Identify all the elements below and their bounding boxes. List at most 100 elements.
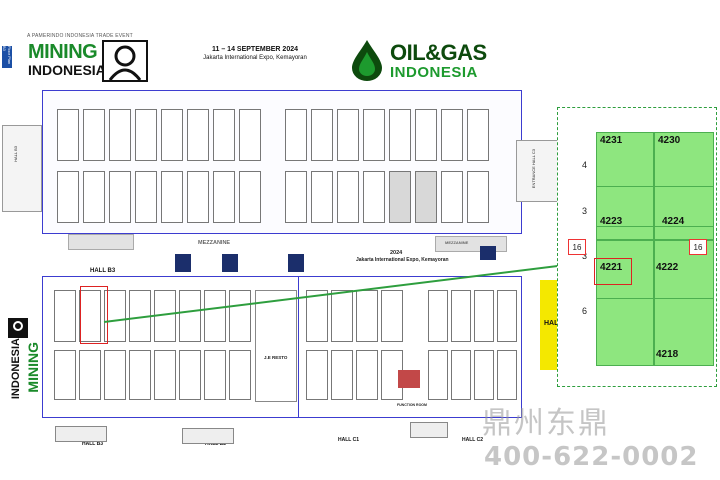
- upper-booth: [109, 109, 131, 161]
- upper-booth: [441, 109, 463, 161]
- sponsor-logo-2: [222, 254, 238, 272]
- upper-booth: [213, 171, 235, 223]
- upper-booth: [187, 171, 209, 223]
- upper-booth: [135, 171, 157, 223]
- upper-booth: [415, 109, 437, 161]
- function-room-label: FUNCTION ROOM: [397, 403, 427, 407]
- hall-c2-label: HALL C2: [462, 437, 484, 443]
- upper-booth: [363, 109, 385, 161]
- lower-booth: [154, 350, 176, 400]
- lower-booth: [451, 290, 471, 342]
- upper-booth: [57, 171, 79, 223]
- mining-vertical-emblem-icon: [8, 318, 28, 338]
- hall-c1-label: HALL C1: [338, 437, 360, 443]
- upper-hall: [42, 90, 522, 234]
- lower-booth: [79, 290, 101, 342]
- event-dates: 11 – 14 SEPTEMBER 2024: [212, 46, 298, 53]
- upper-booth: [83, 171, 105, 223]
- upper-booth: [285, 109, 307, 161]
- lower-booth: [306, 350, 328, 400]
- upper-booth: [83, 109, 105, 161]
- upper-booth: [337, 109, 359, 161]
- lower-booth: [229, 290, 251, 342]
- upper-booth: [213, 109, 235, 161]
- upper-booth: [187, 109, 209, 161]
- mid-banner-year: 2024: [390, 250, 403, 256]
- mining-logo-top: MINING: [28, 41, 98, 63]
- left-side-panel: HALL B3: [2, 125, 42, 212]
- upper-booth: [467, 109, 489, 161]
- lower-booth: [474, 290, 494, 342]
- mid-banner-venue: Jakarta International Expo, Kemayoran: [356, 257, 449, 263]
- hall-c3-yellow-block: [540, 280, 560, 370]
- oilgas-drop-icon: [352, 40, 382, 81]
- lower-booth: [79, 350, 101, 400]
- highlighted-booth-on-map[interactable]: [80, 286, 108, 344]
- booth-4231: 4231: [600, 135, 623, 146]
- upper-booth: [57, 109, 79, 161]
- watermark-phone: 400-622-0002: [484, 442, 699, 472]
- upper-booth: [311, 109, 333, 161]
- mezzanine-left: [68, 234, 134, 250]
- upper-booth: [415, 171, 437, 223]
- lower-booth: [179, 290, 201, 342]
- lower-booth: [54, 350, 76, 400]
- oilgas-logo-bottom: INDONESIA: [390, 64, 478, 81]
- lower-booth: [104, 290, 126, 342]
- booth-4218: 4218: [656, 349, 679, 360]
- sponsor-logo-1: [175, 254, 191, 272]
- bottom-entry-b: [182, 428, 234, 444]
- aisle-tag-left: 16: [568, 239, 586, 255]
- lower-booth: [428, 290, 448, 342]
- bottom-entry-c: [410, 422, 448, 438]
- upper-booth: [109, 171, 131, 223]
- lower-booth: [229, 350, 251, 400]
- upper-booth: [337, 171, 359, 223]
- oilgas-logo-top: OIL&GAS: [390, 40, 487, 65]
- mining-vertical-logo: MINING INDONESIA: [2, 318, 42, 410]
- event-venue: Jakarta International Expo, Kemayoran: [203, 55, 307, 61]
- booth-4222-cell[interactable]: [654, 240, 714, 366]
- lower-booth: [306, 290, 328, 342]
- lower-booth: [451, 350, 471, 400]
- lower-booth: [356, 350, 378, 400]
- upper-booth: [467, 171, 489, 223]
- mezzanine-label: MEZZANINE: [198, 240, 231, 246]
- row-label-6: 6: [582, 306, 588, 316]
- lower-booth: [54, 290, 76, 342]
- upper-booth: [363, 171, 385, 223]
- booth-4222: 4222: [656, 262, 679, 273]
- hall-b3-bottom-label: HALL B3: [82, 441, 104, 447]
- mining-emblem-icon: [102, 40, 148, 82]
- organizer-strip: A PAMERINDO INDONESIA TRADE EVENT: [27, 33, 133, 39]
- lower-booth: [331, 290, 353, 342]
- row-label-3a: 3: [582, 206, 588, 216]
- aisle-tag-right: 16: [689, 239, 707, 255]
- booth-4224: 4224: [662, 216, 685, 227]
- upper-booth: [441, 171, 463, 223]
- upper-booth: [239, 171, 261, 223]
- lower-booth: [381, 290, 403, 342]
- lower-booth: [104, 350, 126, 400]
- upper-booth: [389, 171, 411, 223]
- booth-4221: 4221: [600, 262, 623, 273]
- booth-4221-cell[interactable]: [596, 240, 654, 366]
- watermark-company: 鼎州东鼎: [482, 406, 610, 441]
- row-label-4: 4: [582, 160, 588, 170]
- resto-label: J.E RESTO: [264, 355, 288, 360]
- upper-booth: [311, 171, 333, 223]
- lower-booth: [331, 350, 353, 400]
- upper-booth: [161, 109, 183, 161]
- booth-4230: 4230: [658, 135, 681, 146]
- sponsor-logo-4: [480, 246, 496, 260]
- resto-area: [255, 290, 297, 402]
- zoom-panel: 4231 4230 4223 4224 4221 4222 4218 4 3 3…: [557, 107, 717, 387]
- mining-logo-bottom: INDONESIA: [28, 62, 106, 78]
- lower-booth: [204, 290, 226, 342]
- lower-booth: [474, 350, 494, 400]
- lower-booth: [497, 350, 517, 400]
- floorplan-side-tag: Floor Plan B3: [2, 46, 12, 68]
- function-room: [398, 370, 420, 388]
- lower-booth: [129, 350, 151, 400]
- highlighted-booth-zoom[interactable]: [594, 258, 632, 285]
